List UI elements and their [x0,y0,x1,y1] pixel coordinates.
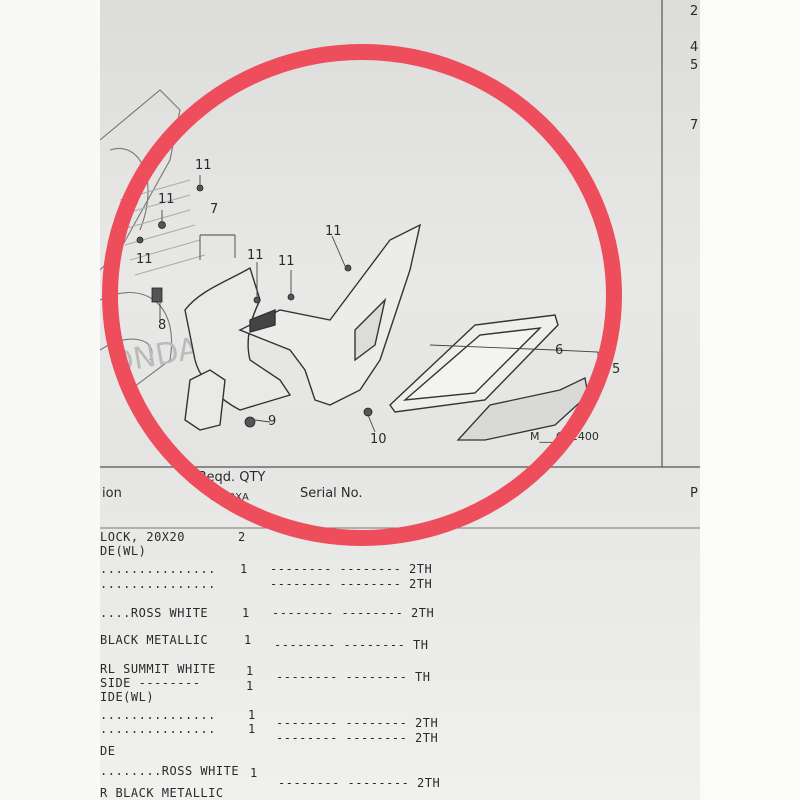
leader-lines [159,175,599,433]
table-row-qty: 2 [238,530,246,544]
table-row-qty: 1 [246,679,254,693]
bolts [136,184,373,428]
monitor-bezel-right [700,0,800,800]
callout-11: 11 [158,192,175,207]
table-row-desc: ........ROSS WHITE [100,764,240,778]
column-header-extra: P [690,486,698,501]
table-row-desc: ............... [100,577,216,591]
table-row-desc: DE(WL) [100,544,147,558]
table-row-serial: -------- -------- 2TH [272,606,435,620]
side-fairing [238,223,422,406]
column-header-description: ion [102,486,122,501]
parts-table [100,470,700,800]
monitor-bezel-left [0,0,100,800]
table-row-qty: 1 [242,606,250,620]
callout-11: 11 [325,224,342,239]
callout-9: 9 [268,414,277,429]
callout-5: 5 [612,362,621,377]
part-5-bracket [456,377,589,441]
callout-11: 11 [195,158,212,173]
table-row-desc: LOCK, 20X20 [100,530,185,544]
callout-6: 6 [555,343,564,358]
callout-10: 10 [370,432,387,447]
table-row-desc: ....ROSS WHITE [100,606,209,620]
cowl-panel [184,266,292,431]
callout-8: 8 [158,318,167,333]
table-row-desc: ............... [100,708,216,722]
table-row-serial: -------- -------- 2TH [270,562,433,576]
table-row-qty: 1 [250,766,258,780]
table-row-desc: ............... [100,562,216,576]
table-row-serial: -------- -------- 2TH [276,731,439,745]
right-column-text: 4 [690,40,699,55]
table-row-serial: -------- -------- TH [274,638,429,652]
callout-11: 11 [136,252,153,267]
table-row-desc: BLACK METALLIC [100,633,209,647]
table-row-serial: -------- -------- 2TH [278,776,441,790]
table-row-desc: RL SUMMIT WHITE [100,662,216,676]
table-row-desc: ............... [100,722,216,736]
column-header-serial: Serial No. [300,486,363,501]
callout-7: 7 [210,202,219,217]
table-row-qty: 1 [248,722,256,736]
table-row-desc: DE [100,744,116,758]
table-row-qty: 1 [240,562,248,576]
table-row-qty: 1 [246,664,254,678]
table-row-qty: 1 [244,633,252,647]
table-row-qty: 1 [248,708,256,722]
table-row-serial: -------- -------- 2TH [270,577,433,591]
table-row-desc: IDE(WL) [100,690,155,704]
table-row-serial: -------- -------- 2TH [276,716,439,730]
right-column-text: 7 [690,118,699,133]
table-row-desc: SIDE -------- [100,676,201,690]
panel-6 [389,314,559,413]
right-column-text: 2 [690,4,699,19]
callout-11: 11 [278,254,295,269]
red-highlight-circle [102,44,622,546]
table-row-serial: -------- -------- TH [276,670,431,684]
table-row-desc: R BLACK METALLIC [100,786,224,800]
right-column-text: 5 [690,58,699,73]
callout-11: 11 [247,248,264,263]
